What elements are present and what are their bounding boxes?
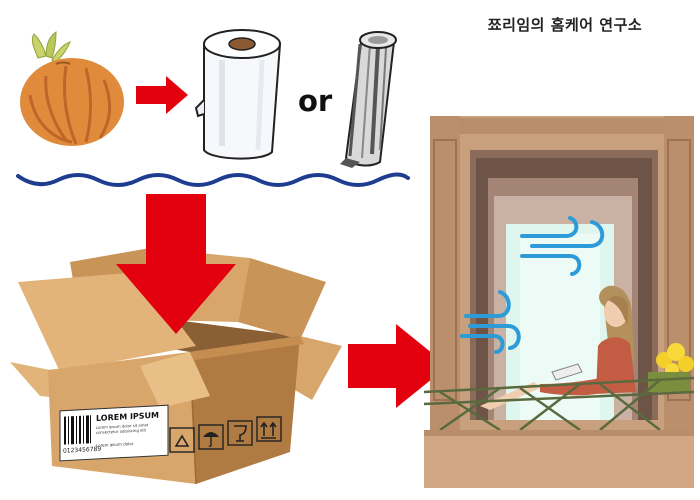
wave-divider: [16, 172, 410, 187]
label-line-1: Lorem ipsum dolor sit amet: [96, 422, 149, 430]
this-side-up-icon: [256, 416, 282, 442]
glass-icon: [227, 420, 253, 446]
or-label: or: [298, 84, 333, 118]
brand-title: 쬬리임의 홈케어 연구소: [487, 16, 643, 34]
balcony-railing: [423, 376, 695, 432]
barcode-number: 0123456789: [63, 446, 101, 455]
woman-figure: [480, 285, 636, 410]
label-field: Lorem ipsum dolor: [96, 441, 134, 448]
step-arrow-down: [116, 194, 236, 334]
wind-icon: [520, 216, 605, 276]
umbrella-icon: [198, 424, 224, 450]
step-arrow-right-large: [348, 324, 448, 408]
flower-pot: [648, 343, 694, 392]
step-arrow-right-small: [136, 76, 188, 114]
label-line-2: consectetur adipiscing elit: [96, 427, 147, 435]
label-title: LOREM IPSUM: [96, 411, 159, 423]
paper-towel-icon: [194, 29, 282, 160]
onion-icon: [20, 31, 124, 146]
box-shipping-label: 0123456789 LOREM IPSUM Lorem ipsum dolor…: [59, 404, 169, 462]
barcode: [64, 415, 91, 445]
recycle-icon: [169, 427, 195, 453]
handling-icons: [169, 416, 282, 453]
balcony-scene-icon: [423, 116, 695, 488]
newspaper-roll-icon: [340, 31, 397, 168]
wind-icon-lower: [460, 290, 521, 354]
